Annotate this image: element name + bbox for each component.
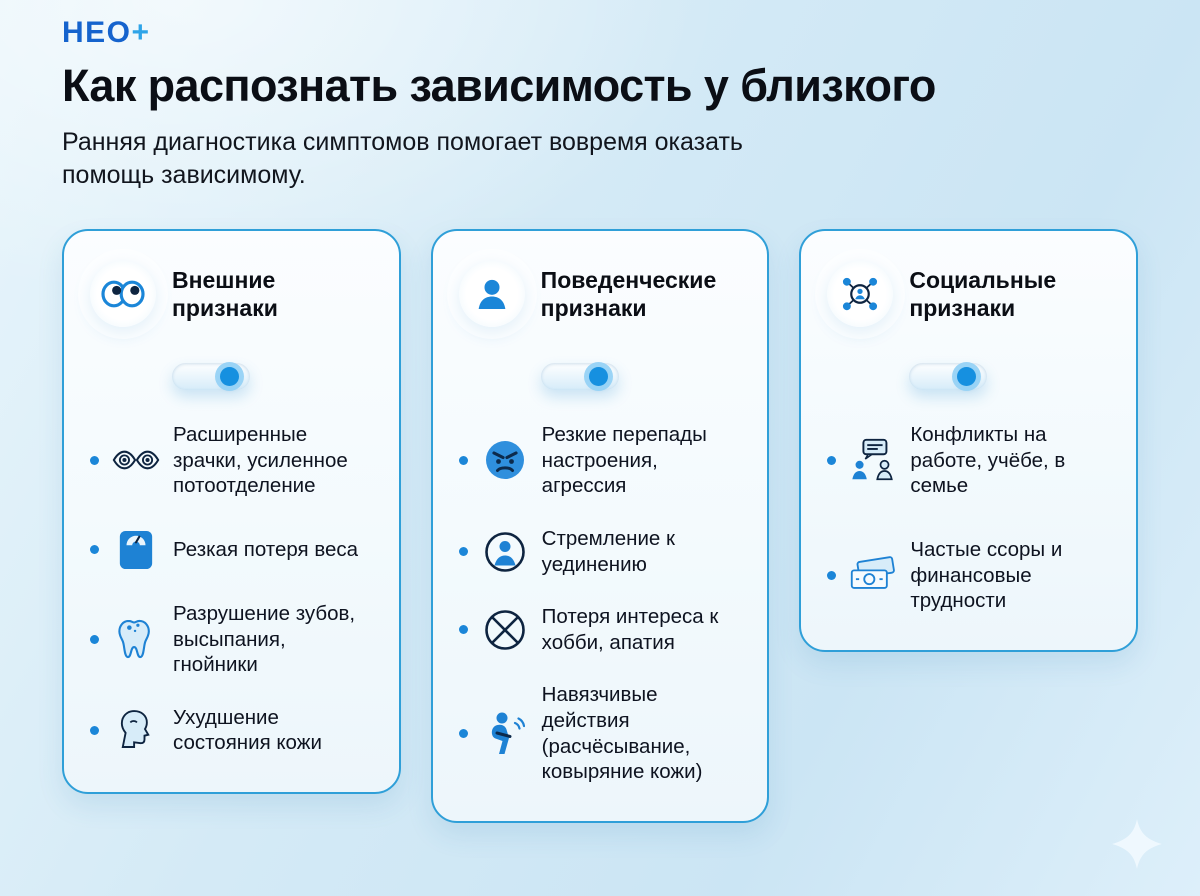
bullet-dot: [458, 455, 468, 465]
list-item-text: Ухудшение состояния кожи: [173, 705, 322, 755]
list-item-text: Навязчивые действия (расчёсывание, ковыр…: [541, 683, 703, 784]
list-item: Стремление к уединению: [458, 526, 742, 577]
list-item-text: Расширенные зрачки, усиленное потоотделе…: [173, 423, 348, 498]
bullet-dot: [827, 455, 837, 465]
card-toggle[interactable]: [172, 363, 250, 390]
bullet-dot: [90, 634, 99, 644]
card-title: Поведенческие признаки: [540, 266, 717, 321]
bullet-dot: [827, 570, 837, 580]
scratching-icon: [481, 710, 529, 758]
list-item: Навязчивые действия (расчёсывание, ковыр…: [458, 682, 742, 785]
card-external-signs: Внешние признаки: [62, 229, 401, 794]
list-item: Конфликты на работе, учёбе, в семье: [827, 422, 1110, 499]
toggle-knob[interactable]: [957, 367, 977, 386]
money-icon: [849, 551, 897, 599]
tooth-icon: [112, 615, 160, 663]
list-item-text: Стремление к уединению: [541, 526, 675, 576]
list-item-text: Резкая потеря веса: [173, 538, 359, 562]
card-behavioral-signs: Поведенческие признаки: [430, 229, 770, 823]
card-toggle[interactable]: [909, 363, 988, 390]
bullet-dot: [458, 729, 468, 739]
card-header: Внешние признаки: [90, 261, 373, 327]
logo-plus-icon: +: [131, 16, 151, 49]
item-list: Конфликты на работе, учёбе, в семье: [827, 422, 1110, 614]
list-item: Резкая потеря веса: [90, 526, 373, 574]
item-list: Расширенные зрачки, усиленное потоотделе…: [90, 422, 373, 756]
toggle-knob[interactable]: [588, 367, 608, 386]
card-title: Внешние признаки: [172, 266, 278, 321]
toggle-row: [172, 363, 373, 390]
toggle-row: [540, 363, 742, 390]
bullet-dot: [90, 545, 99, 555]
card-header: Поведенческие признаки: [458, 261, 742, 327]
item-list: Резкие перепады настроения, агрессия Стр…: [458, 422, 742, 785]
eyes-icon: [90, 261, 156, 327]
cards-row: Внешние признаки: [62, 229, 1139, 823]
page-title: Как распознать зависимость у близкого: [62, 60, 936, 111]
list-item-text: Потеря интереса к хобби, апатия: [541, 605, 719, 654]
list-item-text: Конфликты на работе, учёбе, в семье: [910, 423, 1066, 498]
person-icon: [458, 261, 525, 327]
logo-text: НЕО: [62, 16, 132, 49]
solitude-icon: [481, 528, 529, 576]
card-header: Социальные признаки: [827, 261, 1110, 327]
no-interest-icon: [481, 606, 529, 654]
list-item-text: Резкие перепады настроения, агрессия: [541, 423, 707, 498]
list-item: Резкие перепады настроения, агрессия: [458, 422, 742, 499]
conflict-icon: [849, 436, 897, 484]
list-item: Ухудшение состояния кожи: [90, 705, 373, 756]
list-item: Расширенные зрачки, усиленное потоотделе…: [90, 422, 373, 499]
skin-face-icon: [112, 706, 160, 754]
list-item-text: Частые ссоры и финансовые трудности: [910, 537, 1063, 613]
list-item: Разрушение зубов, высыпания, гнойники: [90, 601, 373, 678]
sparkle-icon: [1108, 815, 1166, 878]
page-subtitle: Ранняя диагностика симптомов помогает во…: [62, 128, 743, 189]
card-social-signs: Социальные признаки: [799, 229, 1139, 652]
list-item: Потеря интереса к хобби, апатия: [458, 604, 742, 655]
card-title: Социальные признаки: [909, 266, 1057, 321]
dilated-pupils-icon: [112, 436, 160, 484]
list-item-text: Разрушение зубов, высыпания, гнойники: [173, 601, 356, 677]
bullet-dot: [458, 625, 468, 635]
angry-face-icon: [481, 436, 529, 484]
toggle-knob[interactable]: [220, 367, 239, 386]
toggle-row: [909, 363, 1110, 390]
weight-scale-icon: [112, 526, 160, 574]
bullet-dot: [90, 725, 99, 735]
bullet-dot: [90, 455, 99, 465]
social-network-icon: [827, 261, 894, 327]
list-item: Частые ссоры и финансовые трудности: [827, 537, 1110, 614]
bullet-dot: [458, 547, 468, 556]
card-toggle[interactable]: [540, 363, 619, 390]
neo-plus-logo: НЕО+: [62, 16, 1138, 50]
infographic-page: НЕО+ Как распознать зависимость у близко…: [62, 16, 1139, 823]
